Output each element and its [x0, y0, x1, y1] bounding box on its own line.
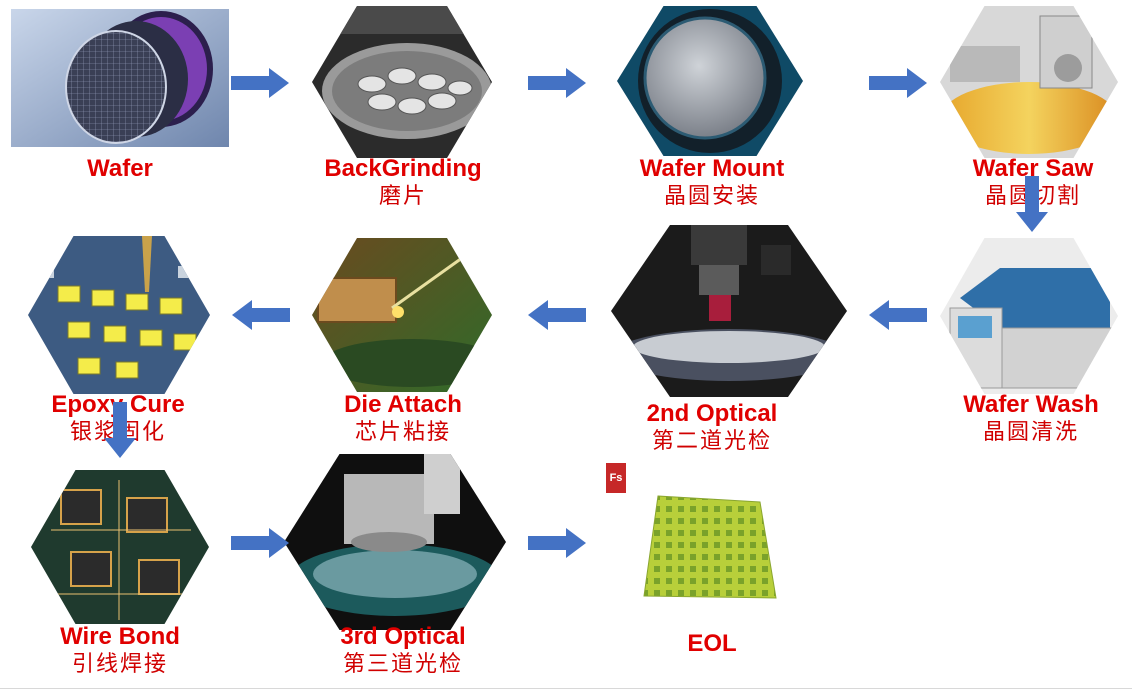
step-subtitle: 第二道光检 [651, 429, 772, 454]
3rd-optical-photo [284, 454, 506, 630]
step-label-die-attach: Die Attach 芯片粘接 [303, 391, 503, 447]
step-label-eol: EOL [652, 630, 772, 658]
wafer-mount-photo [617, 6, 803, 156]
eol-photo [640, 492, 780, 604]
step-title: Wire Bond [60, 623, 180, 650]
wafer-saw-photo [940, 6, 1118, 158]
arrow-right-icon [231, 68, 289, 98]
step-subtitle: 第三道光检 [342, 652, 463, 677]
arrow-right-icon [869, 68, 927, 98]
step-label-wafer-mount: Wafer Mount 晶圆安装 [612, 155, 812, 211]
step-label-backgrinding: BackGrinding 磨片 [303, 155, 503, 211]
wafer-wash-photo [940, 238, 1118, 394]
step-title: EOL [687, 630, 737, 657]
backgrinding-photo [312, 6, 492, 158]
wafer-photo [11, 9, 229, 147]
fs-logo: Fs [606, 463, 626, 493]
step-label-wafer: Wafer [60, 155, 180, 183]
step-subtitle: 晶圆安装 [663, 184, 760, 209]
arrow-right-icon [231, 528, 289, 558]
arrow-left-icon [528, 300, 586, 330]
arrow-down-icon [1016, 176, 1048, 232]
step-title: Die Attach [344, 391, 462, 418]
epoxy-cure-photo [28, 236, 210, 394]
step-title: Wafer Mount [639, 155, 785, 182]
2nd-optical-photo [611, 225, 847, 397]
step-label-wire-bond: Wire Bond 引线焊接 [20, 623, 220, 679]
arrow-right-icon [528, 68, 586, 98]
arrow-left-icon [232, 300, 290, 330]
step-subtitle: 晶圆清洗 [982, 420, 1079, 445]
bottom-divider [0, 688, 1132, 689]
die-attach-photo [312, 238, 492, 392]
step-title: 2nd Optical [646, 400, 778, 427]
step-title: Wafer Wash [963, 391, 1099, 418]
step-label-wafer-wash: Wafer Wash 晶圆清洗 [931, 391, 1131, 447]
wire-bond-photo [31, 470, 209, 624]
step-label-2nd-optical: 2nd Optical 第二道光检 [612, 400, 812, 456]
step-subtitle: 磨片 [378, 184, 427, 209]
step-title: Wafer [87, 155, 153, 182]
step-label-3rd-optical: 3rd Optical 第三道光检 [303, 623, 503, 679]
arrow-right-icon [528, 528, 586, 558]
step-title: BackGrinding [324, 155, 482, 182]
step-title: 3rd Optical [340, 623, 466, 650]
arrow-down-icon [104, 402, 136, 458]
step-subtitle: 引线焊接 [71, 652, 168, 677]
arrow-left-icon [869, 300, 927, 330]
step-subtitle: 芯片粘接 [354, 420, 451, 445]
